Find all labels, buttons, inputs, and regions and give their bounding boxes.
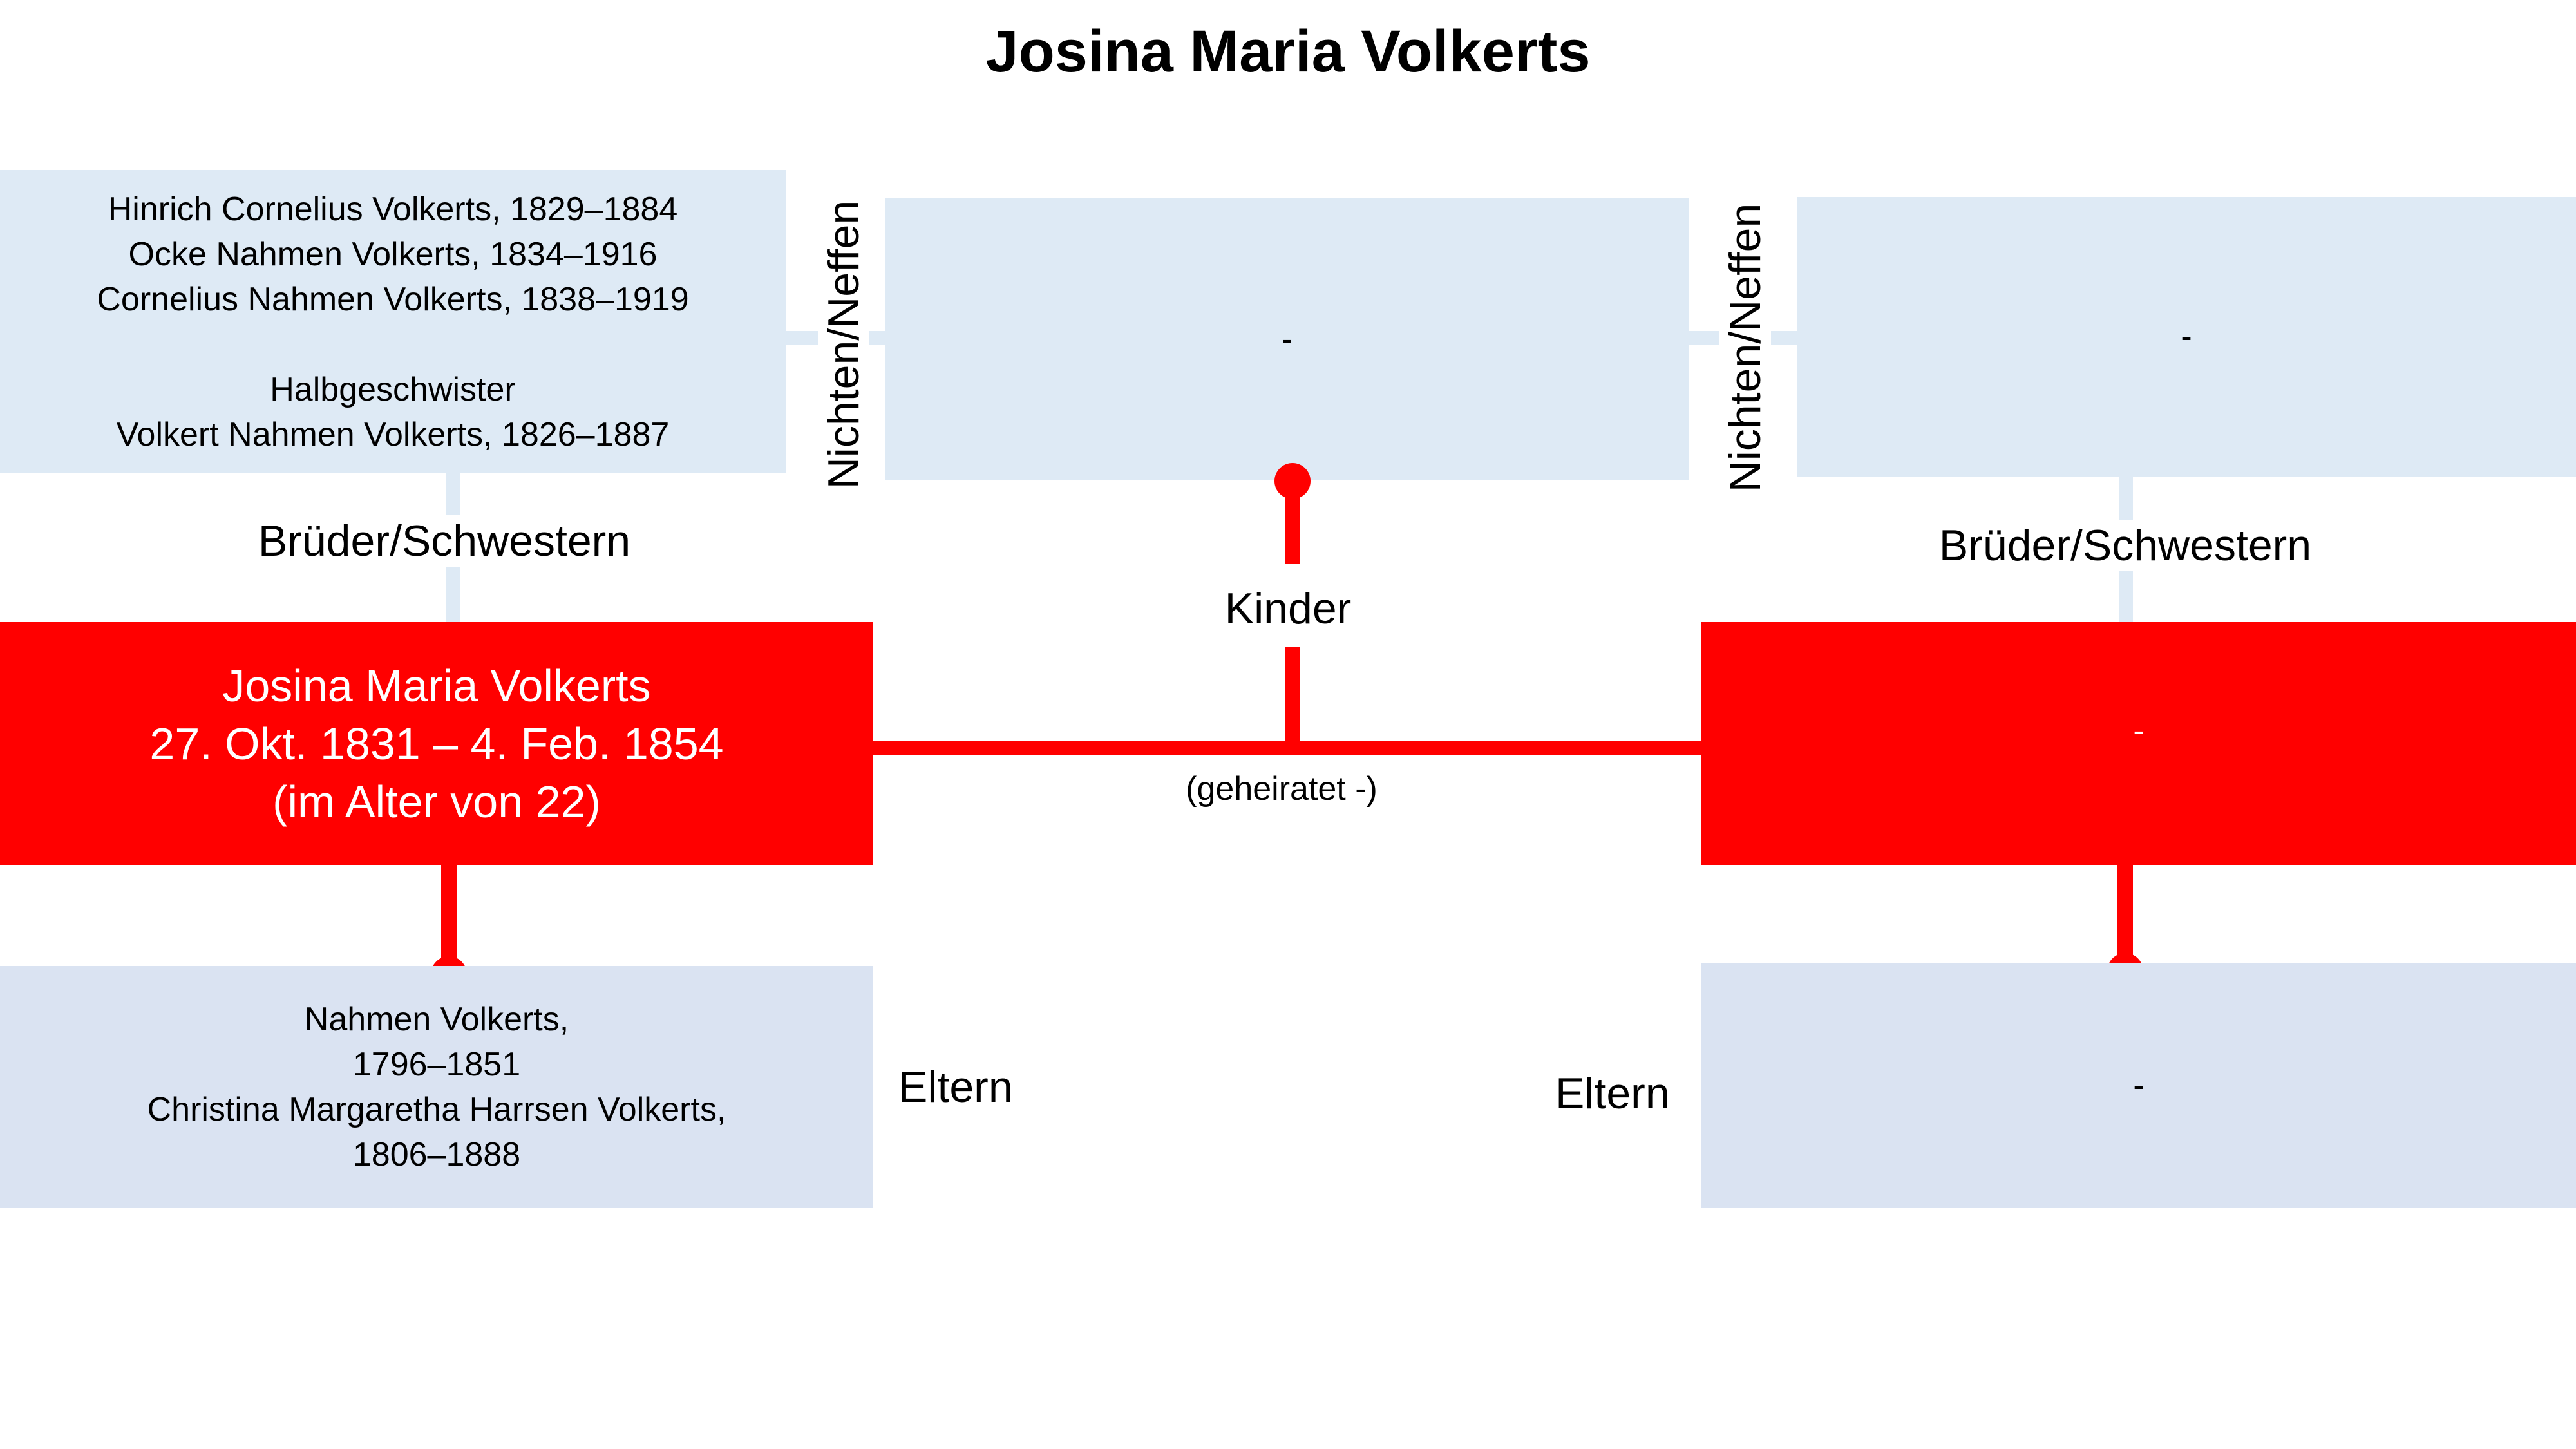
main-person-info: Josina Maria Volkerts 27. Okt. 1831 – 4.… (149, 657, 723, 831)
sibling-entry: Hinrich Cornelius Volkerts, 1829–1884 (108, 190, 678, 228)
parent-entry: 1796–1851 (352, 1046, 521, 1083)
main-person-dates: 27. Okt. 1831 – 4. Feb. 1854 (149, 718, 724, 769)
left-parents-label: Eltern (898, 1063, 1013, 1112)
parent-entry: Nahmen Volkerts, (304, 1001, 569, 1038)
half-siblings-heading: Halbgeschwister (270, 370, 516, 408)
married-label: (geheiratet -) (1186, 770, 1378, 808)
right-parents-label: Eltern (1555, 1069, 1670, 1118)
parent-entry: 1806–1888 (352, 1136, 521, 1173)
left-parents-box: Nahmen Volkerts, 1796–1851 Christina Mar… (0, 966, 873, 1208)
marriage-line (873, 741, 1704, 755)
right-parents-value: - (2133, 1066, 2145, 1104)
children-box: - (886, 198, 1689, 480)
left-parents-list: Nahmen Volkerts, 1796–1851 Christina Mar… (147, 997, 726, 1177)
children-line-lower (1285, 647, 1300, 747)
children-value: - (1281, 320, 1293, 358)
left-siblings-label: Brüder/Schwestern (206, 515, 683, 567)
children-label: Kinder (1224, 584, 1352, 633)
left-parents-line (441, 863, 457, 972)
right-parents-box: - (1701, 963, 2576, 1208)
page-title: Josina Maria Volkerts (985, 19, 1591, 84)
right-parents-line (2117, 863, 2133, 969)
sibling-entry: Ocke Nahmen Volkerts, 1834–1916 (128, 235, 658, 273)
children-connector-dot (1274, 463, 1311, 499)
parent-entry: Christina Margaretha Harrsen Volkerts, (147, 1091, 726, 1128)
right-siblings-value: - (2181, 318, 2192, 355)
left-siblings-list: Hinrich Cornelius Volkerts, 1829–1884 Oc… (97, 187, 688, 457)
left-nieces-label: Nichten/Neffen (818, 171, 869, 518)
right-nieces-label: Nichten/Neffen (1719, 174, 1771, 522)
main-person-name: Josina Maria Volkerts (222, 660, 651, 711)
main-person-age: (im Alter von 22) (272, 776, 601, 827)
right-siblings-box: - (1797, 197, 2576, 477)
sibling-entry: Cornelius Nahmen Volkerts, 1838–1919 (97, 280, 689, 318)
spouse-box[interactable]: - (1701, 622, 2576, 865)
right-siblings-label: Brüder/Schwestern (1887, 520, 2363, 571)
left-siblings-box: Hinrich Cornelius Volkerts, 1829–1884 Oc… (0, 170, 786, 473)
main-person-box[interactable]: Josina Maria Volkerts 27. Okt. 1831 – 4.… (0, 622, 873, 865)
spouse-value: - (2133, 712, 2145, 750)
sibling-entry: Volkert Nahmen Volkerts, 1826–1887 (116, 415, 670, 453)
